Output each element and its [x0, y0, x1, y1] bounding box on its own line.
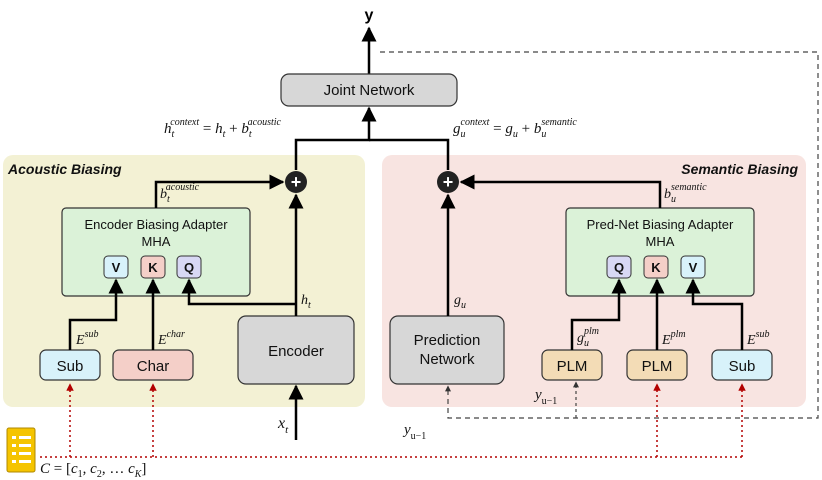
prediction-input-label: yu−1: [402, 422, 426, 442]
prednet-adapter-v-label: V: [689, 260, 698, 275]
encoder-input-label: xt: [277, 415, 289, 436]
prediction-network-label-2: Network: [419, 351, 475, 368]
sub-to-v-arrow: [68, 278, 124, 350]
prednet-adapter-q-label: Q: [614, 260, 624, 275]
prednet-adapter-title: Pred-Net Biasing Adapter: [587, 217, 734, 232]
semantic-bias-arrow: [459, 174, 662, 208]
encoder-adapter-k-key: [140, 255, 166, 279]
document-icon: [6, 427, 36, 473]
encoder-adapter-title: Encoder Biasing Adapter: [84, 217, 228, 232]
acoustic-panel-title: Acoustic Biasing: [7, 161, 122, 177]
encoder-adapter-v-label: V: [112, 260, 121, 275]
encoder-adapter-v-key: [103, 255, 129, 279]
semantic-context-equation: gucontext = gu + busemantic: [453, 117, 577, 140]
prediction-network-box: [389, 315, 505, 385]
prednet-adapter-k-label: K: [651, 260, 661, 275]
output-label: y: [365, 7, 374, 24]
prednet-adapter-q-key: [606, 255, 632, 279]
plm1-to-q-arrow: [570, 278, 627, 350]
prednet-adapter-v-key: [680, 255, 706, 279]
encoder-to-q-arrow: [181, 278, 296, 306]
prednet-adapter-subtitle: MHA: [646, 234, 675, 249]
semantic-sum-icon: +: [443, 172, 454, 192]
semantic-sub-to-v-arrow: [685, 278, 744, 350]
acoustic-bias-arrow: [154, 174, 285, 208]
semantic-to-joint-line: [369, 138, 450, 170]
semantic-sub-label: Sub: [729, 358, 756, 375]
encoder-adapter-subtitle: MHA: [142, 234, 171, 249]
semantic-panel-title: Semantic Biasing: [681, 161, 798, 177]
encoder-label: Encoder: [268, 343, 324, 360]
encoder-adapter-k-label: K: [148, 260, 158, 275]
plm-label-2: PLM: [642, 358, 673, 375]
semantic-sum-node: [437, 171, 459, 193]
prediction-network-label-1: Prediction: [414, 332, 481, 349]
encoder-hidden-label: ht: [301, 293, 311, 311]
acoustic-context-equation: htcontext = ht + btacoustic: [164, 117, 282, 140]
context-list-label: C = [c1, c2, … cK]: [40, 461, 146, 480]
acoustic-sub-label: Sub: [57, 358, 84, 375]
feedback-dashed-line: [380, 51, 819, 419]
acoustic-char-label: Char: [137, 358, 170, 375]
acoustic-sum-node: [285, 171, 307, 193]
acoustic-sum-icon: +: [291, 172, 302, 192]
acoustic-to-joint-line: [294, 106, 377, 170]
prednet-adapter-k-key: [643, 255, 669, 279]
joint-network-label: Joint Network: [324, 82, 415, 99]
joint-network-box: [280, 73, 458, 107]
encoder-adapter-q-key: [176, 255, 202, 279]
plm-label-1: PLM: [557, 358, 588, 375]
encoder-adapter-q-label: Q: [184, 260, 194, 275]
